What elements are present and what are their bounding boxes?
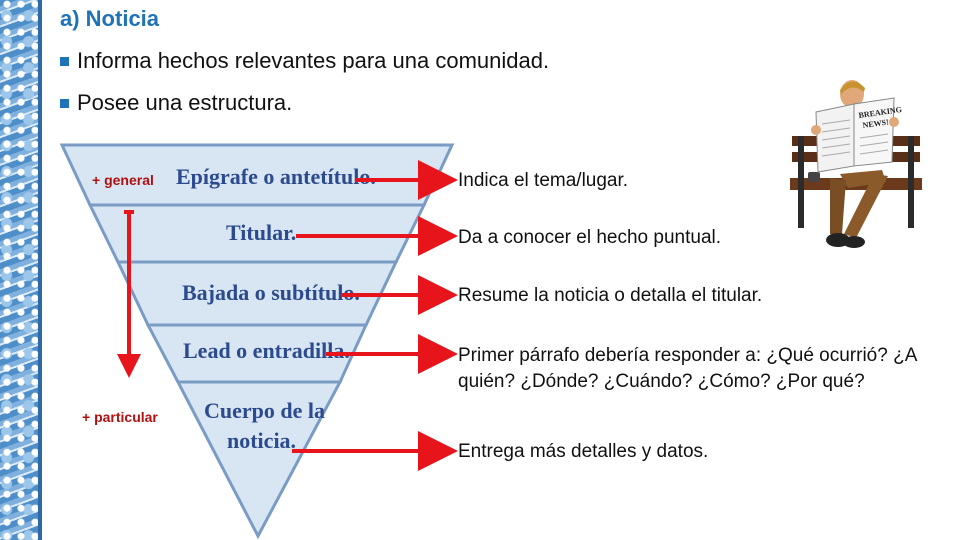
leg-icon	[844, 174, 888, 238]
level-label-lead: Lead o entradilla.	[183, 338, 350, 363]
bench-leg-icon	[798, 136, 804, 228]
level-label-cuerpo-line1: Cuerpo de la	[204, 398, 325, 423]
level-label-titular: Titular.	[226, 220, 296, 245]
scale-label-particular: + particular	[82, 409, 158, 425]
slide-text: a) Noticia Informa hechos relevantes par…	[60, 6, 549, 116]
hand-icon	[889, 117, 899, 127]
bullet-text: Informa hechos relevantes para una comun…	[77, 48, 550, 73]
bullet-square-icon	[60, 57, 69, 66]
leg-icon	[830, 178, 846, 234]
level-description-5: Entrega más detalles y datos.	[458, 441, 709, 462]
shoe-icon	[843, 236, 865, 248]
newspaper-right-page-icon	[853, 97, 895, 167]
hand-icon	[811, 125, 821, 135]
level-label-bajada: Bajada o subtítulo.	[182, 280, 360, 305]
bullet-text: Posee una estructura.	[77, 90, 293, 115]
slide-title: a) Noticia	[60, 6, 160, 31]
newspaper-text-lines-icon	[821, 119, 889, 157]
level-label-epigrafe: Epígrafe o antetítulo.	[176, 164, 376, 189]
level-description-2: Da a conocer el hecho puntual.	[458, 227, 722, 248]
bullet-item-2: Posee una estructura.	[60, 90, 549, 116]
decorative-side-strip	[0, 0, 42, 540]
bench-leg-icon	[908, 136, 914, 228]
newspaper-headline-2: NEWS!	[862, 117, 889, 130]
newspaper-reader-illustration: BREAKING NEWS!	[790, 80, 922, 248]
level-description-3: Resume la noticia o detalla el titular.	[458, 285, 763, 306]
scale-label-general: + general	[92, 172, 154, 188]
pyramid	[59, 143, 455, 540]
pyramid-level-5	[175, 380, 343, 540]
mug-icon	[808, 172, 820, 182]
level-label-cuerpo-line2: noticia.	[227, 428, 296, 453]
level-description-4: Primer párrafo debería responder a: ¿Qué…	[458, 345, 917, 392]
level-description-1: Indica el tema/lugar.	[458, 170, 629, 191]
bullet-item-1: Informa hechos relevantes para una comun…	[60, 48, 549, 74]
bullet-square-icon	[60, 99, 69, 108]
hair-icon	[840, 81, 865, 94]
